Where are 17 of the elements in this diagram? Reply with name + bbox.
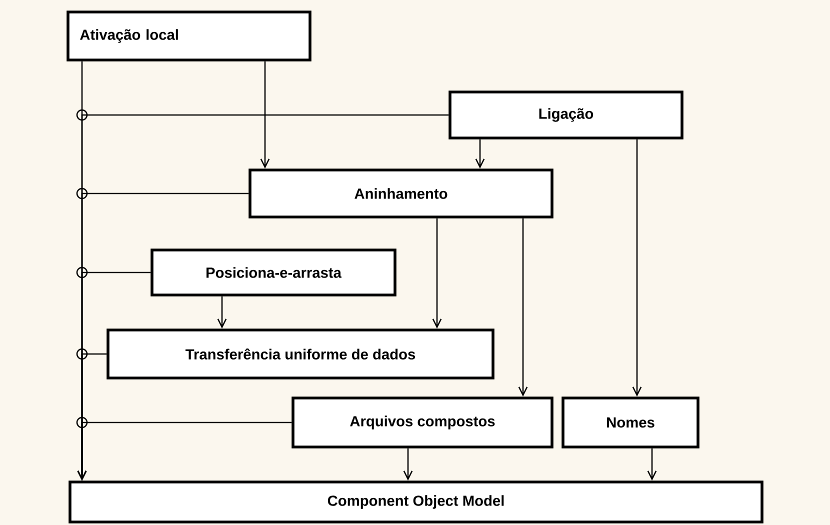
process-box: Ativação local [66, 10, 312, 62]
arrow [403, 448, 413, 481]
process-box: Arquivos compostos [292, 396, 554, 448]
arrow [632, 139, 642, 397]
arrow [432, 218, 442, 329]
process-box: Transferência uniforme de dados [106, 328, 494, 380]
arrow [217, 296, 227, 329]
arrow [475, 139, 485, 169]
process-box: Component Object Model [68, 480, 764, 524]
process-box: Nomes [562, 396, 700, 448]
process-box: Aninhamento [248, 168, 554, 218]
arrow [260, 61, 270, 169]
arrow [518, 218, 528, 397]
process-box: Posiciona-e-arrasta [150, 248, 396, 296]
arrow [76, 416, 292, 481]
arrow [647, 448, 657, 481]
process-box: Ligação [448, 90, 684, 140]
